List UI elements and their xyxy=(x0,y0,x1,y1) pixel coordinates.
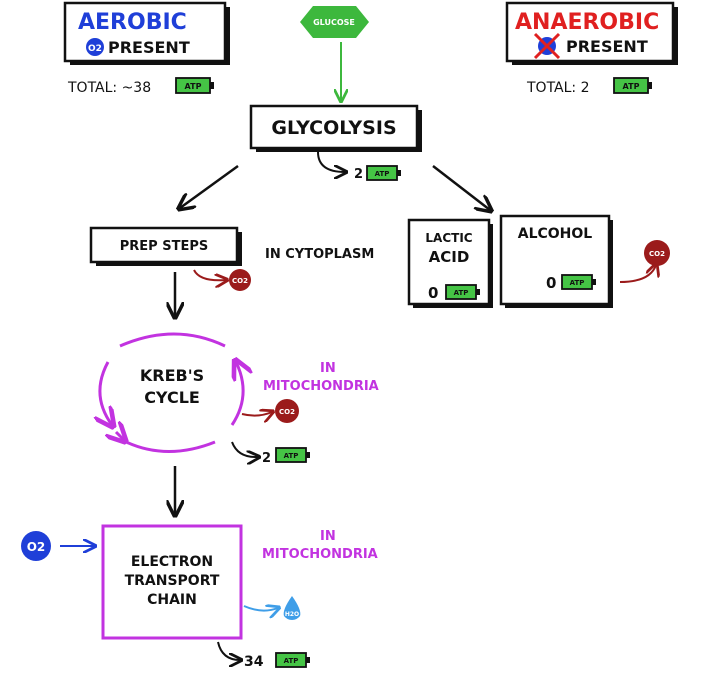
svg-text:CO2: CO2 xyxy=(649,250,665,258)
alcohol-label: ALCOHOL xyxy=(518,226,593,242)
aerobic-present: PRESENT xyxy=(108,38,190,57)
alcohol-atp-yield: 0 xyxy=(546,274,556,292)
anaerobic-title: ANAEROBIC xyxy=(515,10,659,35)
anaerobic-present: PRESENT xyxy=(566,37,648,56)
in-cytoplasm-label: IN CYTOPLASM xyxy=(265,247,374,262)
krebs-atp-yield: 2 xyxy=(262,451,271,466)
atp-battery-icon: ATP xyxy=(275,447,310,463)
svg-text:ATP: ATP xyxy=(623,82,640,91)
atp-battery-icon: ATP xyxy=(561,274,596,290)
atp-battery-icon: ATP xyxy=(275,652,310,668)
o2-molecule: O2 xyxy=(21,531,51,561)
o2-icon xyxy=(86,38,104,56)
krebs-line1: KREB'S xyxy=(140,366,204,385)
etc-line2: TRANSPORT xyxy=(125,573,220,589)
etc-box: ELECTRON TRANSPORT CHAIN xyxy=(101,524,243,640)
atp-battery-icon: ATP xyxy=(175,77,214,94)
prep-steps-box: PREP STEPS xyxy=(89,226,242,266)
anaerobic-total: TOTAL: 2 xyxy=(526,80,590,96)
svg-text:CO2: CO2 xyxy=(279,408,295,416)
glycolysis-atp-arrow xyxy=(317,151,345,172)
alcohol-co2-arrow xyxy=(619,265,656,283)
glycolysis-label: GLYCOLYSIS xyxy=(271,117,396,139)
svg-text:CO2: CO2 xyxy=(232,277,248,285)
to-anaerobic-arrow xyxy=(432,165,490,210)
svg-text:ATP: ATP xyxy=(570,279,585,287)
water-drop: H2O xyxy=(283,596,301,620)
lactic-acid-line2: ACID xyxy=(429,248,470,266)
atp-battery-icon: ATP xyxy=(613,77,652,94)
co2-molecule: CO2 xyxy=(644,240,670,266)
alcohol-box: ALCOHOL 0 ATP xyxy=(499,214,613,308)
svg-text:ATP: ATP xyxy=(284,452,299,460)
in-mito-2-line2: MITOCHONDRIA xyxy=(262,547,378,562)
to-prep-arrow xyxy=(180,164,239,208)
prep-co2-arrow xyxy=(193,269,226,280)
in-mito-2-line1: IN xyxy=(320,529,336,544)
glycolysis-atp-yield: 2 xyxy=(354,167,363,182)
svg-text:ATP: ATP xyxy=(454,289,469,297)
krebs-cycle: KREB'S CYCLE xyxy=(100,332,243,453)
etc-line3: CHAIN xyxy=(147,592,197,608)
krebs-co2-arrow xyxy=(241,412,272,416)
in-mito-1-line2: MITOCHONDRIA xyxy=(263,379,379,394)
glucose-hexagon: GLUCOSE xyxy=(300,6,369,38)
prep-steps-label: PREP STEPS xyxy=(120,239,208,254)
co2-molecule: CO2 xyxy=(229,269,251,291)
lactic-acid-line1: LACTIC xyxy=(425,231,472,245)
svg-text:ATP: ATP xyxy=(185,82,202,91)
svg-text:O2: O2 xyxy=(27,540,46,554)
etc-water-arrow xyxy=(243,606,278,611)
lactic-atp-yield: 0 xyxy=(428,284,438,302)
krebs-atp-arrow xyxy=(231,441,258,457)
atp-battery-icon: ATP xyxy=(445,284,480,300)
glycolysis-box: GLYCOLYSIS xyxy=(249,104,422,152)
etc-atp-yield: 34 xyxy=(244,654,264,670)
svg-text:H2O: H2O xyxy=(285,611,299,618)
glucose-label: GLUCOSE xyxy=(313,18,355,27)
o2-icon-label: O2 xyxy=(88,44,102,54)
anaerobic-panel: ANAEROBIC PRESENT xyxy=(505,1,678,65)
atp-battery-icon: ATP xyxy=(366,165,401,181)
etc-atp-arrow xyxy=(217,641,240,660)
aerobic-panel: AEROBIC O2 PRESENT xyxy=(63,1,230,65)
krebs-line2: CYCLE xyxy=(144,388,200,407)
in-mito-1-line1: IN xyxy=(320,361,336,376)
svg-text:ATP: ATP xyxy=(284,657,299,665)
etc-line1: ELECTRON xyxy=(131,554,213,570)
lactic-acid-box: LACTIC ACID 0 ATP xyxy=(407,218,493,308)
aerobic-total: TOTAL: ~38 xyxy=(67,80,151,96)
svg-text:ATP: ATP xyxy=(375,170,390,178)
aerobic-title: AEROBIC xyxy=(78,10,187,35)
co2-molecule: CO2 xyxy=(275,399,299,423)
